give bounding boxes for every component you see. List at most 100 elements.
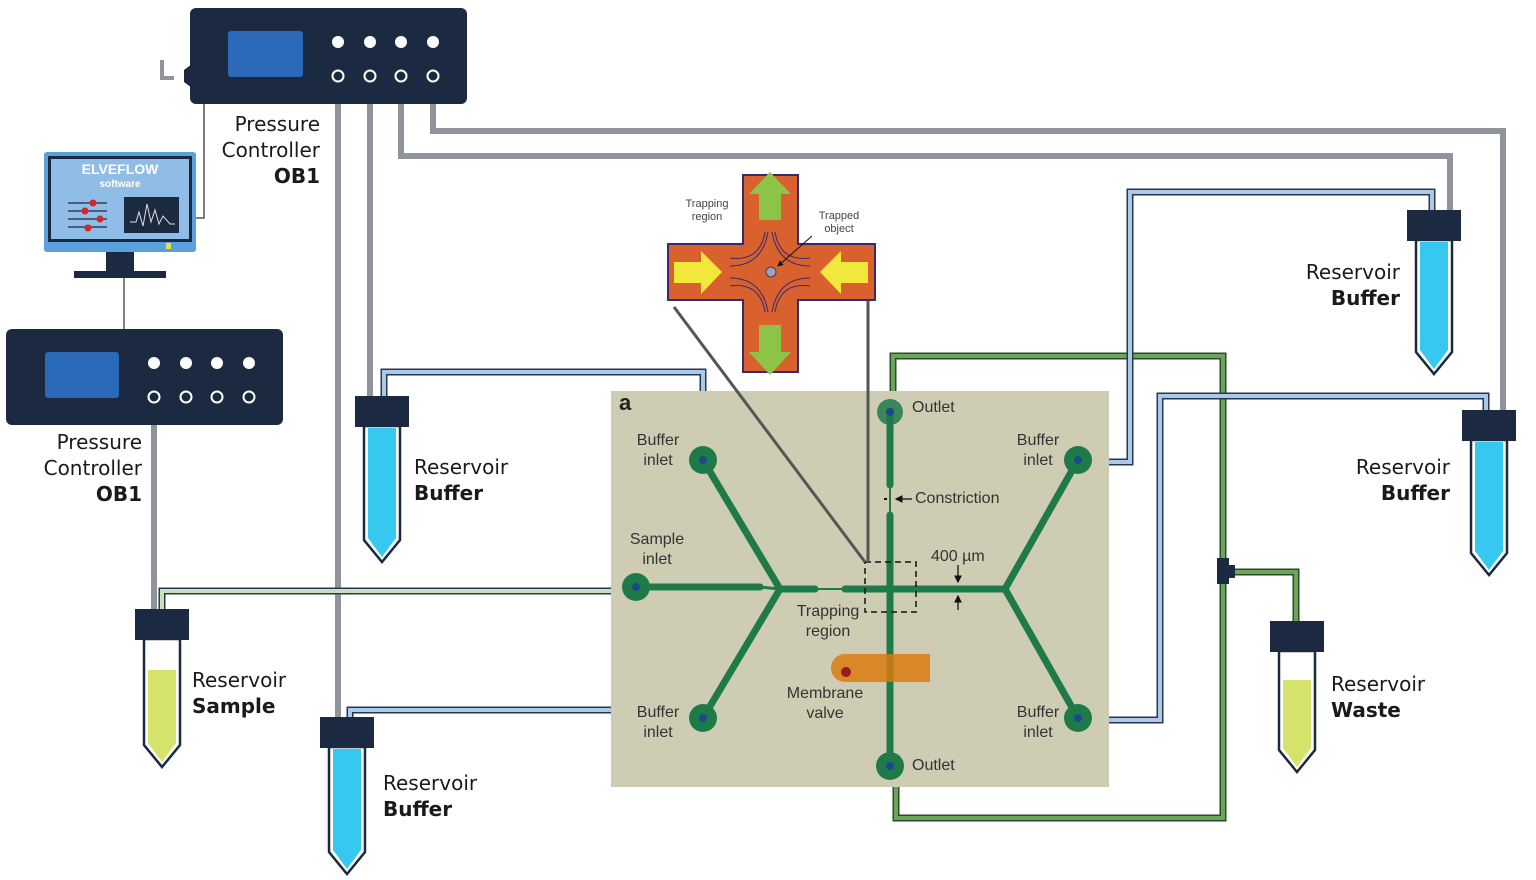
label-line: Controller — [43, 456, 142, 480]
label-line: Sample — [629, 531, 685, 548]
label-line: object — [824, 223, 854, 235]
reservoir-cap — [135, 609, 189, 640]
panel-letter: a — [619, 390, 632, 415]
channel-buffer-tr — [1001, 456, 1082, 593]
label-line: Reservoir — [1355, 455, 1450, 479]
label-line: region — [691, 211, 723, 223]
label-buffer-inlet-tl: Buffer inlet — [628, 431, 688, 471]
label-line: valve — [806, 705, 844, 722]
label-line: inlet — [643, 452, 673, 469]
reservoir-label-buffer-1: Reservoir Buffer — [414, 454, 508, 506]
t-junction-connector — [1217, 558, 1229, 584]
reservoir-liquid — [1475, 442, 1503, 570]
reservoir-type: Buffer — [1380, 481, 1450, 505]
waveform-window — [124, 197, 179, 233]
pressure-controller-left[interactable] — [6, 329, 283, 425]
microfluidic-chip — [611, 391, 1109, 787]
reservoir-label-waste: Reservoir Waste — [1331, 671, 1425, 723]
label-line: Trapping — [685, 198, 729, 210]
label-buffer-inlet-bl: Buffer inlet — [628, 703, 688, 743]
label-outlet-bottom: Outlet — [912, 757, 955, 774]
reservoir-type: Buffer — [383, 797, 453, 821]
reservoir-cap — [1270, 621, 1324, 652]
label-line: inlet — [643, 724, 673, 741]
reservoir-cap — [1407, 210, 1461, 241]
reservoir-liquid — [1420, 242, 1448, 369]
slider-dots — [81, 199, 104, 232]
label-line: Buffer — [1016, 432, 1060, 449]
label-line: Membrane — [786, 685, 864, 702]
label-line: Reservoir — [192, 668, 287, 692]
label-constriction: Constriction — [915, 490, 1000, 507]
label-line: Reservoir — [1331, 672, 1426, 696]
reservoir-label-buffer-2: Reservoir Buffer — [383, 770, 477, 822]
brand-name: ELVEFLOW — [81, 161, 159, 177]
channel-buffer-br — [1001, 585, 1082, 722]
label-outlet-top: Outlet — [912, 399, 955, 416]
controller-model: OB1 — [273, 164, 320, 188]
arrow-left — [820, 251, 868, 294]
reservoir-type: Sample — [192, 694, 276, 718]
reservoir-liquid — [333, 749, 361, 869]
reservoir-tube-buffer-1 — [355, 396, 409, 564]
trapped-object — [765, 266, 777, 278]
arrow-down — [749, 325, 791, 375]
label-line: Reservoir — [1305, 260, 1400, 284]
label-trapping-region: Trapping region — [790, 602, 866, 642]
label-buffer-inlet-br: Buffer inlet — [1008, 703, 1068, 743]
reservoir-label-sample: Reservoir Sample — [192, 667, 286, 719]
label-line: region — [805, 623, 851, 640]
label-line: Controller — [221, 138, 320, 162]
label-line: inlet — [642, 551, 672, 568]
brand-subtitle: software — [99, 179, 141, 190]
label-line: Reservoir — [383, 771, 478, 795]
controller-screen — [228, 31, 303, 77]
label-line: Trapped — [818, 210, 860, 222]
label-sample-inlet: Sample inlet — [624, 530, 690, 570]
reservoir-cap — [355, 396, 409, 427]
reservoir-cap — [1462, 410, 1516, 441]
reservoir-tube-buffer-3 — [1407, 210, 1461, 376]
label-line: Buffer — [1016, 704, 1060, 721]
label-line: Trapping — [796, 603, 860, 620]
reservoir-liquid — [1283, 680, 1311, 767]
reservoir-tube-waste — [1270, 621, 1324, 774]
controller-left-label: Pressure Controller OB1 — [12, 429, 142, 507]
label-line: Buffer — [636, 432, 680, 449]
controller-top-label: Pressure Controller OB1 — [190, 111, 320, 189]
reservoir-label-buffer-4: Reservoir Buffer — [1330, 454, 1450, 506]
label-line: Reservoir — [414, 455, 509, 479]
channel-buffer-bl — [699, 585, 784, 722]
reservoir-tube-buffer-4 — [1462, 410, 1516, 577]
software-brand: ELVEFLOW software — [51, 162, 189, 192]
label-scale-bar: 400 µm — [931, 548, 985, 565]
reservoir-tube-sample — [135, 609, 189, 769]
label-line: Buffer — [636, 704, 680, 721]
reservoir-liquid — [148, 670, 176, 762]
reservoir-type: Buffer — [414, 481, 484, 505]
outlet-tubing — [889, 352, 1300, 822]
arrow-right — [674, 251, 722, 294]
reservoir-type: Waste — [1331, 698, 1401, 722]
label-line: inlet — [1023, 724, 1053, 741]
computer-monitor[interactable] — [44, 152, 196, 278]
reservoir-tube-buffer-2 — [320, 717, 374, 876]
label-line: inlet — [1023, 452, 1053, 469]
pressure-controller-top[interactable] — [184, 8, 467, 104]
label-membrane-valve: Membrane valve — [780, 684, 870, 724]
label-line: Pressure — [234, 112, 320, 136]
channel-buffer-tl — [699, 456, 784, 593]
trapping-inset — [667, 172, 876, 375]
arrow-up — [749, 172, 791, 220]
label-buffer-inlet-tr: Buffer inlet — [1008, 431, 1068, 471]
trapping-region-box — [864, 561, 917, 613]
reservoir-cap — [320, 717, 374, 748]
controller-model: OB1 — [95, 482, 142, 506]
reservoir-type: Buffer — [1330, 286, 1400, 310]
controller-screen — [45, 352, 119, 398]
membrane-valve — [831, 654, 930, 682]
reservoir-liquid — [368, 428, 396, 557]
